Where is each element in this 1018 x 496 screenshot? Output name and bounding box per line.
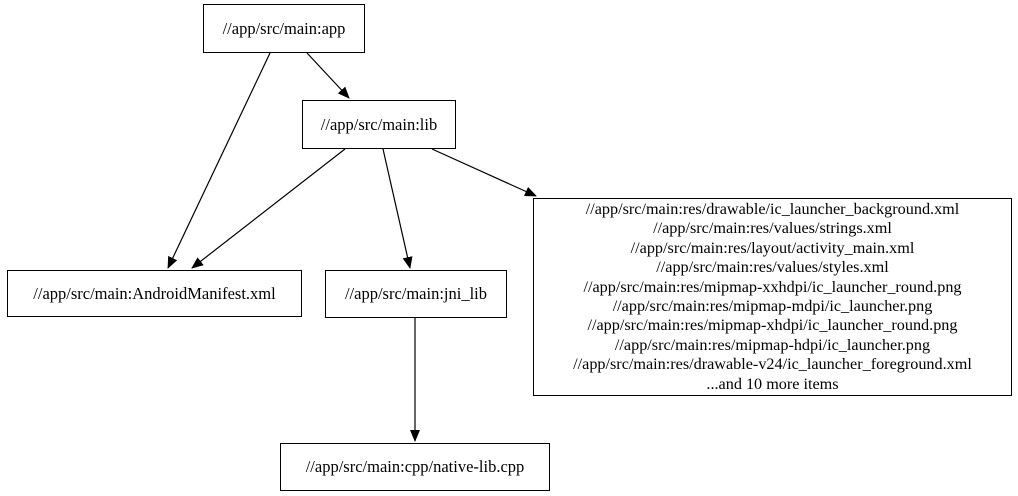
res-file-line: //app/src/main:res/mipmap-xxhdpi/ic_laun… — [583, 277, 962, 296]
node-jni-lib: //app/src/main:jni_lib — [325, 270, 507, 318]
node-lib-label: //app/src/main:lib — [320, 114, 438, 134]
node-android-manifest-label: //app/src/main:AndroidManifest.xml — [33, 283, 276, 303]
edge-lib-manifest — [191, 148, 346, 269]
node-app-label: //app/src/main:app — [222, 18, 346, 38]
res-file-line: //app/src/main:res/mipmap-xhdpi/ic_launc… — [587, 316, 958, 335]
res-file-line: //app/src/main:res/values/strings.xml — [653, 219, 892, 238]
res-file-line: //app/src/main:res/mipmap-mdpi/ic_launch… — [612, 297, 933, 315]
edge-lib-res-group — [431, 148, 537, 197]
res-file-line: //app/src/main:res/mipmap-hdpi/ic_launch… — [614, 335, 931, 354]
res-group-more-items: ...and 10 more items — [706, 374, 839, 393]
node-jni-lib-label: //app/src/main:jni_lib — [344, 284, 488, 303]
node-native-lib-cpp-label: //app/src/main:cpp/native-lib.cpp — [305, 457, 525, 476]
node-native-lib-cpp: //app/src/main:cpp/native-lib.cpp — [280, 443, 550, 491]
edge-lib-jni-lib — [382, 148, 413, 269]
node-res-file-group: //app/src/main:res/drawable/ic_launcher_… — [533, 198, 1012, 396]
edge-app-manifest — [167, 52, 271, 269]
res-file-line: //app/src/main:res/layout/activity_main.… — [630, 238, 915, 257]
res-file-line: //app/src/main:res/drawable/ic_launcher_… — [585, 199, 960, 218]
node-lib: //app/src/main:lib — [302, 100, 456, 149]
res-file-line: //app/src/main:res/values/styles.xml — [656, 258, 889, 277]
node-android-manifest: //app/src/main:AndroidManifest.xml — [7, 270, 302, 317]
edge-app-lib — [306, 52, 350, 99]
res-file-line: //app/src/main:res/drawable-v24/ic_launc… — [573, 355, 972, 374]
node-app: //app/src/main:app — [203, 4, 365, 53]
